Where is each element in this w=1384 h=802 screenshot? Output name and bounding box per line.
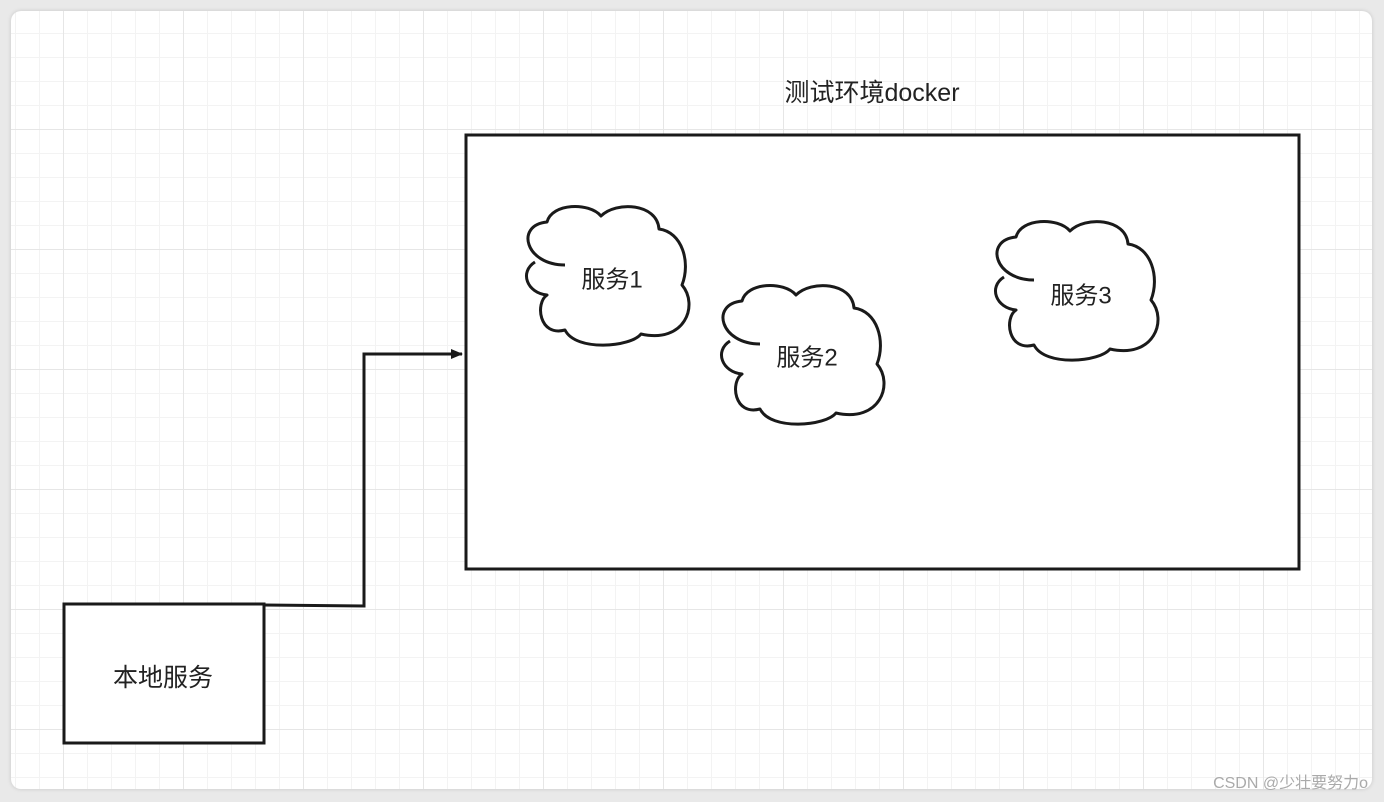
cloud-service-3[interactable] [994, 219, 1160, 362]
cloud-service-1[interactable] [525, 204, 691, 347]
cloud-service-3-label: 服务3 [1050, 282, 1112, 310]
local-service-box[interactable] [62, 602, 266, 745]
docker-env-title: 测试环境docker [784, 79, 960, 107]
cloud-service-3-shape [994, 219, 1160, 362]
cloud-service-1-shape [525, 204, 691, 347]
local-service-label: 本地服务 [112, 664, 214, 692]
cloud-service-2-shape [720, 283, 886, 426]
cloud-service-2[interactable] [720, 283, 886, 426]
watermark: CSDN @少壮要努力o [1213, 775, 1368, 792]
cloud-service-2-label: 服务2 [776, 344, 838, 372]
docker-env-box[interactable] [464, 133, 1301, 571]
connector-arrow[interactable] [263, 349, 463, 608]
cloud-service-1-label: 服务1 [581, 266, 643, 294]
